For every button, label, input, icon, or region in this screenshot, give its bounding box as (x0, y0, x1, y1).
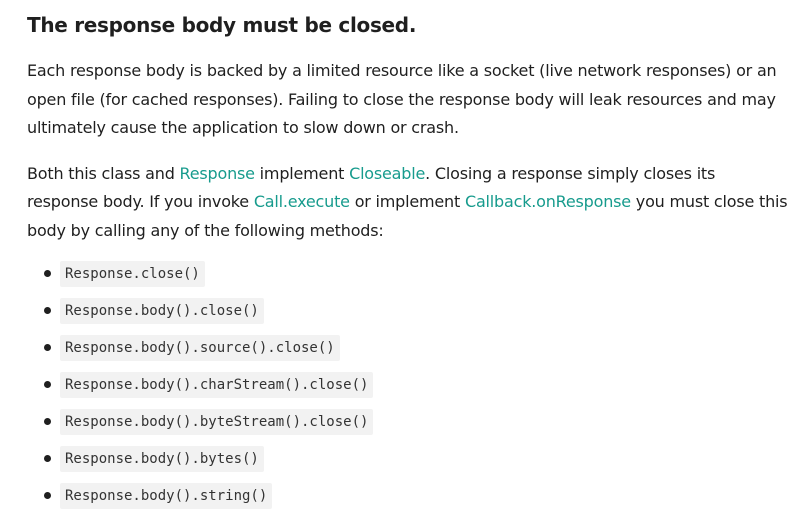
bullet-icon (44, 381, 51, 388)
bullet-icon (44, 270, 51, 277)
method-code: Response.close() (60, 261, 205, 287)
paragraph-text: Both this class and (27, 163, 180, 183)
bullet-icon (44, 418, 51, 425)
doc-content: The response body must be closed. Each r… (27, 0, 789, 520)
method-code: Response.body().byteStream().close() (60, 409, 374, 435)
bullet-icon (44, 492, 51, 499)
method-code: Response.body().charStream().close() (60, 372, 374, 398)
paragraph-text: or implement (349, 192, 465, 211)
bullet-icon (44, 455, 51, 462)
list-item: Response.body().byteStream().close() (27, 409, 789, 446)
paragraph-text: . Closing a response simply closes its r… (27, 163, 716, 212)
paragraph-text: implement (254, 163, 350, 183)
list-item: Response.close() (27, 261, 789, 298)
callback-onresponse-link[interactable]: Callback.onResponse (464, 192, 631, 211)
list-item: Response.body().source().close() (27, 335, 789, 372)
paragraph-resource-explanation: Each response body is backed by a limite… (27, 61, 777, 137)
list-item: Response.body().string() (27, 483, 789, 520)
bullet-icon (44, 344, 51, 351)
list-item: Response.body().charStream().close() (27, 372, 789, 409)
paragraph-text: you must close this body by calling any … (27, 192, 788, 240)
list-item: Response.body().bytes() (27, 446, 789, 483)
method-code: Response.body().source().close() (60, 335, 340, 361)
list-item: Response.body().close() (27, 298, 789, 335)
call-execute-link[interactable]: Call.execute (253, 192, 350, 211)
method-code: Response.body().close() (60, 298, 264, 324)
methods-list: Response.close() Response.body().close()… (27, 261, 789, 520)
bullet-icon (44, 307, 51, 314)
method-code: Response.body().bytes() (60, 446, 264, 472)
section-heading: The response body must be closed. (27, 13, 417, 37)
method-code: Response.body().string() (60, 483, 273, 509)
paragraph-closing-instructions: Both this class and Response implement C… (27, 160, 789, 246)
response-link[interactable]: Response (179, 163, 255, 183)
closeable-link[interactable]: Closeable (349, 163, 426, 183)
